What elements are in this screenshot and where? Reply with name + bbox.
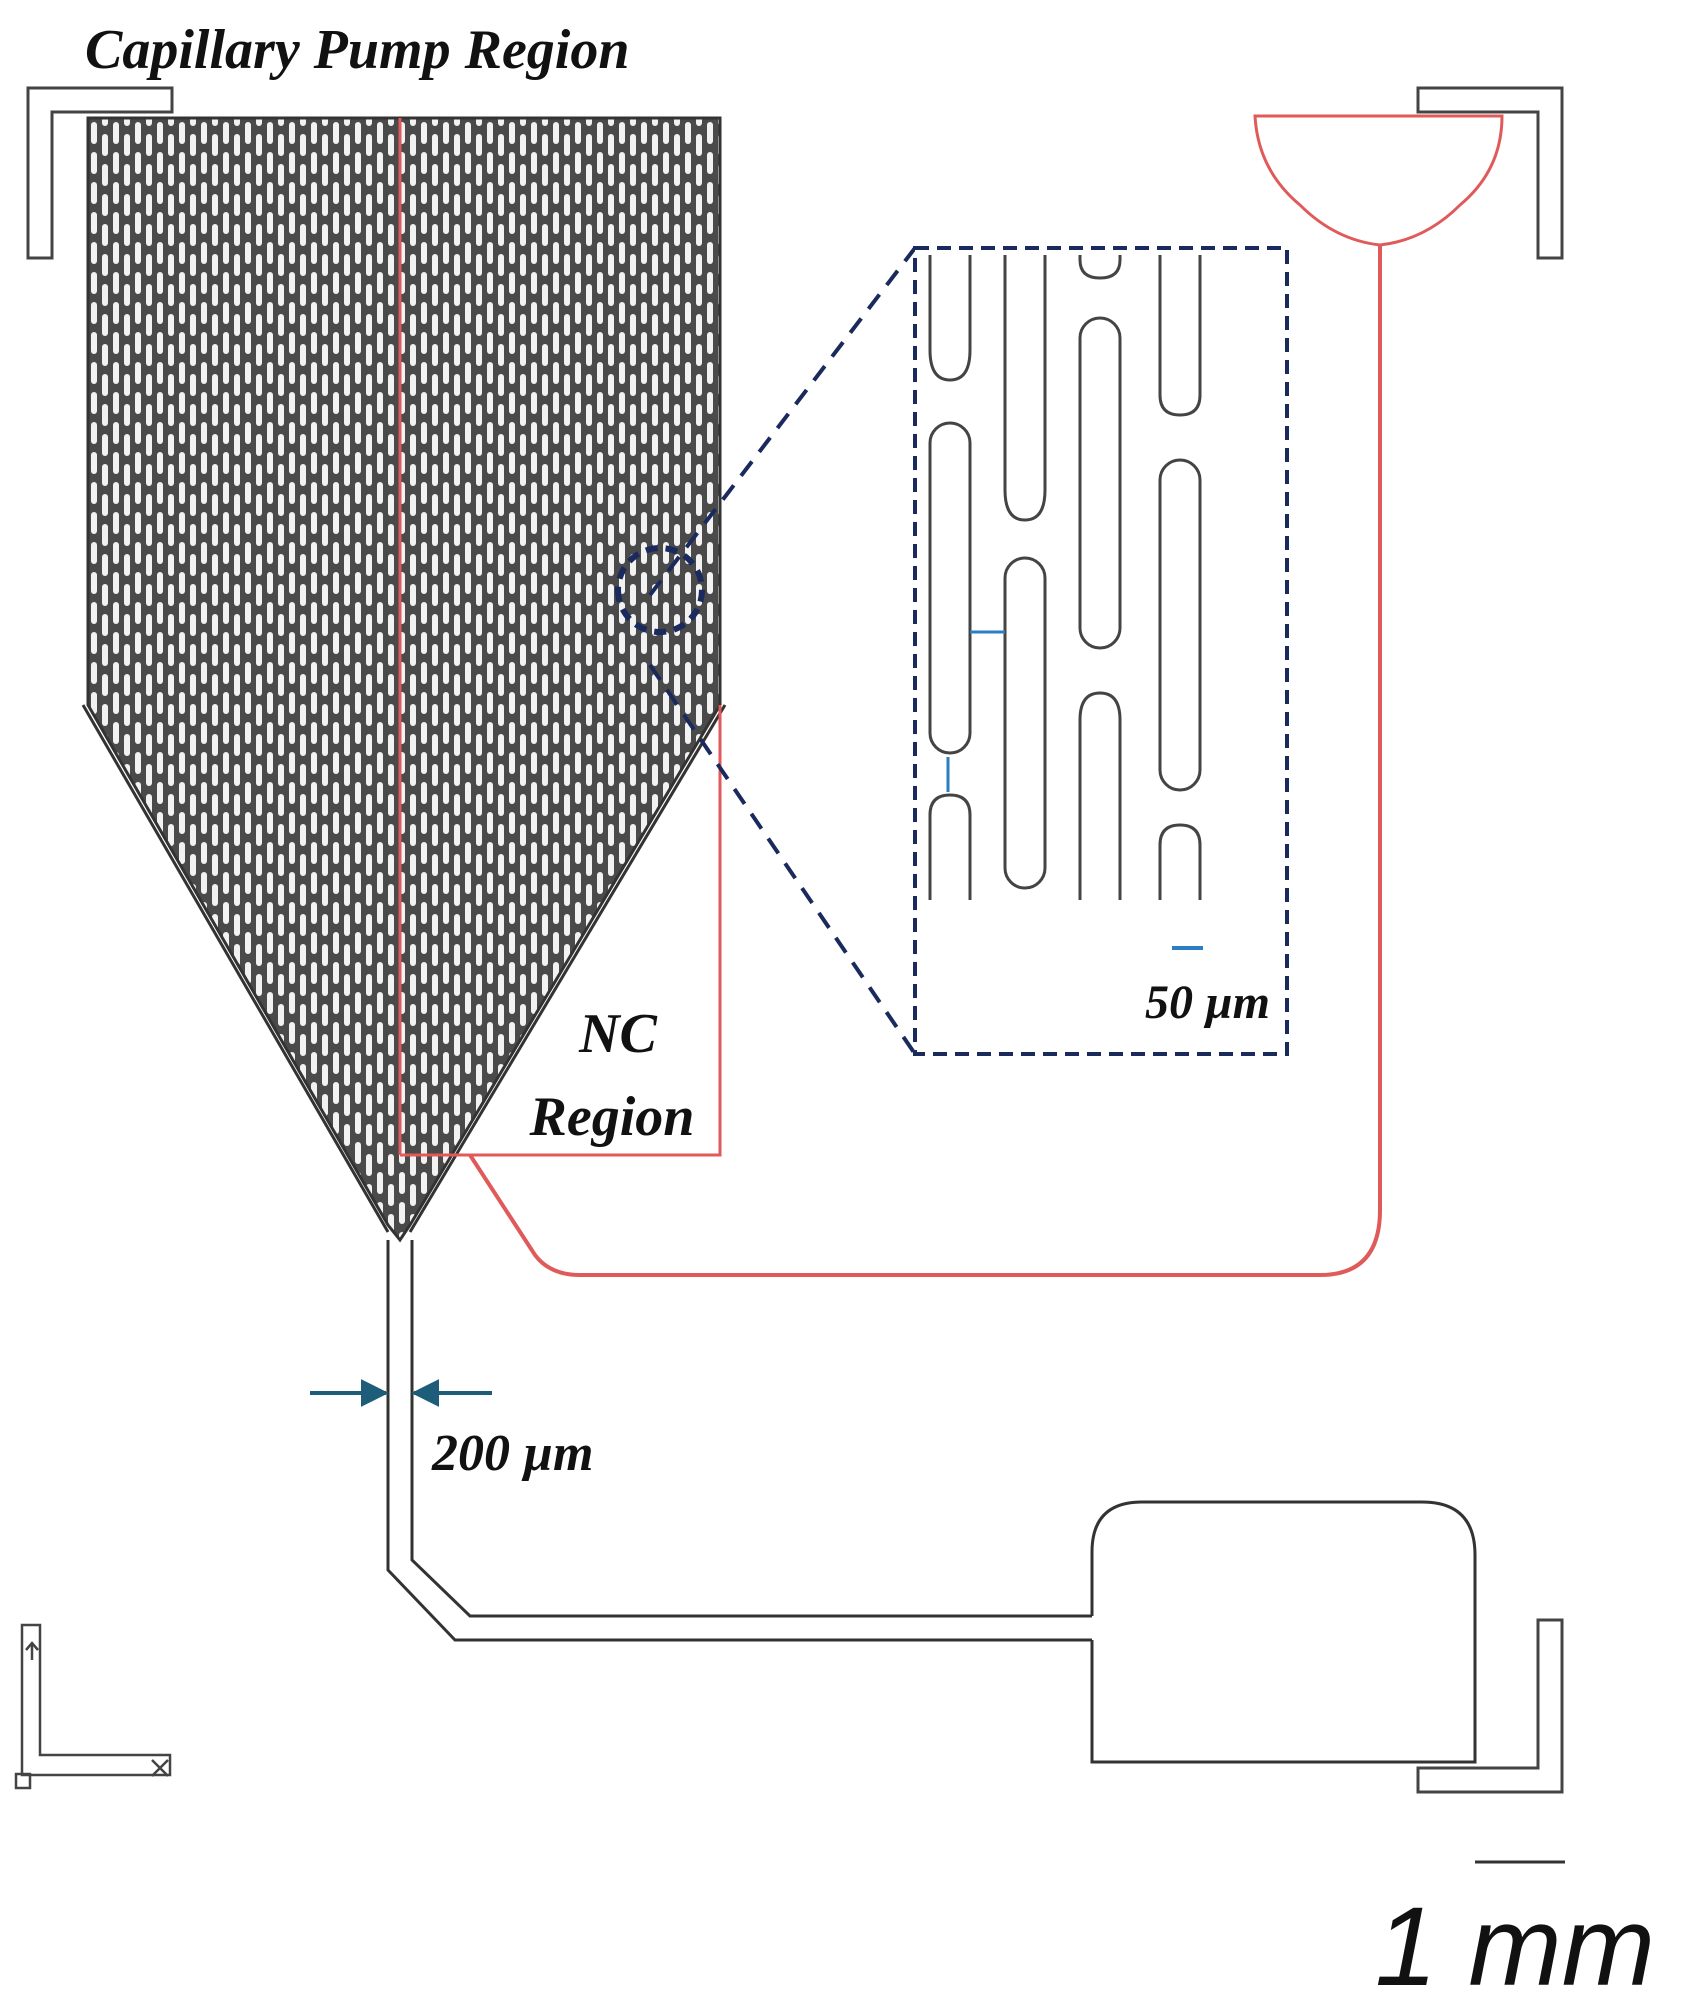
inset-scale-label: 50 µm xyxy=(1145,976,1270,1029)
pillar xyxy=(928,793,972,900)
corner-bracket-top-right xyxy=(1416,86,1564,260)
nc-region-box xyxy=(400,705,722,1157)
pillar xyxy=(1078,691,1122,900)
pillar xyxy=(1158,458,1202,792)
inlet-red-channel xyxy=(468,245,1382,1277)
pump-outer-wall-left xyxy=(81,704,390,1233)
inset-pillars xyxy=(928,255,1202,900)
zoom-circle xyxy=(615,545,706,635)
pump-outer-wall-right xyxy=(408,704,727,1233)
inlet-reservoir xyxy=(1253,114,1504,247)
pillar xyxy=(1078,255,1122,280)
corner-bracket-top-left xyxy=(26,86,174,260)
pillar xyxy=(1078,316,1122,650)
capillary-pump-region-label: Capillary Pump Region xyxy=(85,19,630,81)
pillar xyxy=(1158,255,1202,417)
waste-reservoir xyxy=(1090,1500,1477,1764)
nc-region-label-line1: NC xyxy=(578,1003,657,1065)
pillar xyxy=(928,421,972,755)
pillar xyxy=(928,255,972,382)
zoom-inset-frame xyxy=(913,246,1289,1056)
nc-region-label-line2: Region xyxy=(529,1086,695,1148)
channel-width-label: 200 µm xyxy=(431,1425,593,1482)
zoom-line-upper xyxy=(648,246,917,597)
pillar xyxy=(1158,823,1202,900)
pillar xyxy=(1003,556,1047,890)
cad-axes-icon xyxy=(14,1623,172,1790)
zoom-line-lower xyxy=(648,663,917,1056)
capillary-pump-region xyxy=(86,116,722,1243)
corner-bracket-bottom-right xyxy=(1416,1618,1564,1794)
scale-bar-label: 1 mm xyxy=(1375,1884,1655,2004)
pillar xyxy=(1003,255,1047,522)
